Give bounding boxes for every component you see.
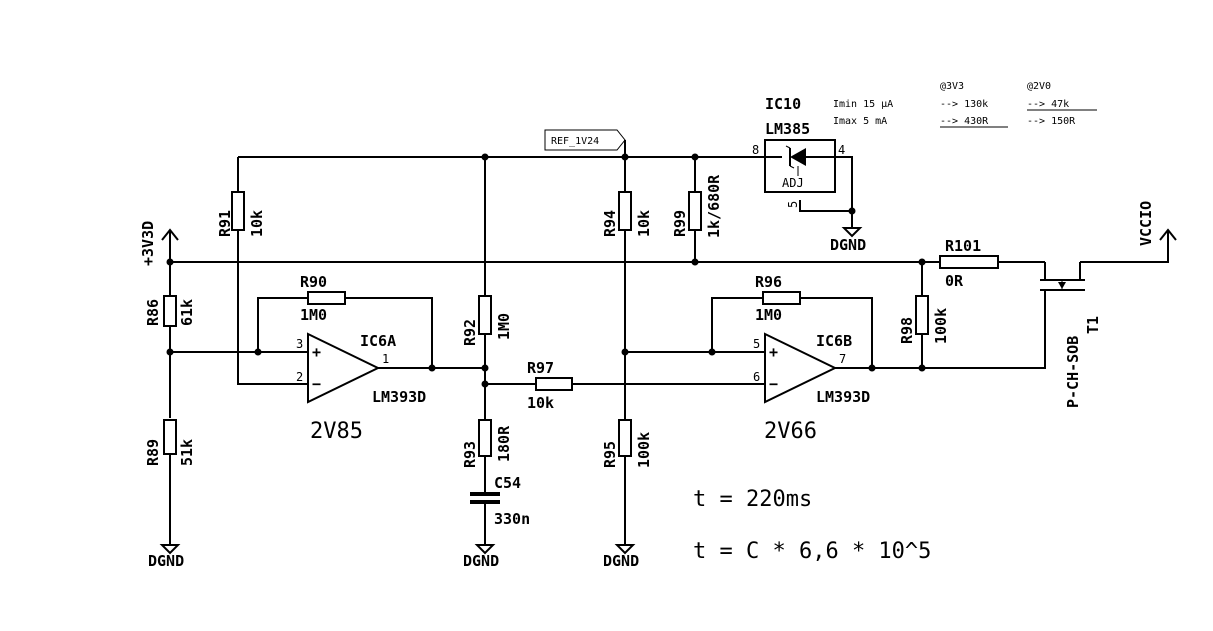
ref-net-text: REF_1V24 [551,136,599,147]
r94-value: 10k [635,210,653,237]
r95-ref: R95 [601,441,619,468]
r98-value: 100k [932,308,950,344]
note-header-2v0: @2V0 [1027,81,1051,92]
r93-value: 180R [495,425,513,462]
ic6a-pin-minus: 2 [296,370,303,384]
resistor-r94: R94 10k [601,191,653,237]
net-label-ref: REF_1V24 [544,129,626,157]
t1-type: P-CH-SOB [1064,336,1082,408]
note-b1: --> 47k [1027,99,1069,110]
c54-value: 330n [494,510,530,528]
ic6b-ref: IC6B [816,332,852,350]
capacitor-c54: C54 330n [470,474,530,528]
resistor-r97: R97 10k [527,359,573,412]
ground-symbol: DGND [603,544,639,570]
resistor-r90: R90 1M0 [300,273,346,324]
note-header-3v3: @3V3 [940,81,964,92]
ic6a-ref: IC6A [360,332,396,350]
r98-ref: R98 [898,317,916,344]
ic10-part: LM385 [765,120,810,138]
resistor-r99: R99 1k/680R [671,174,723,238]
t1-ref: T1 [1084,316,1102,334]
gnd-label-2: DGND [463,552,499,570]
resistor-r101: R101 0R [939,237,999,290]
ground-symbol: DGND [148,544,184,570]
gnd-label-3: DGND [603,552,639,570]
r94-ref: R94 [601,210,619,237]
opamp-ic6a: + − 3 2 1 IC6A LM393D 2V85 [296,332,426,444]
resistor-r93: R93 180R [461,419,513,468]
r92-value: 1M0 [495,313,513,340]
gnd-label-1: DGND [148,552,184,570]
supply-3v3-label: +3V3D [139,221,157,266]
ic6b-pin-plus: 5 [753,337,760,351]
ic10-pin4: 4 [838,143,845,157]
vccio-label: VCCIO [1137,201,1155,246]
r101-value: 0R [945,272,964,290]
svg-text:−: − [312,375,321,393]
r99-value: 1k/680R [705,174,723,238]
ic6b-pin-minus: 6 [753,370,760,384]
note-a1: --> 130k [940,99,988,110]
resistor-r89: R89 51k [144,419,196,466]
mosfet-t1: P-CH-SOB T1 [1040,262,1102,408]
r90-value: 1M0 [300,306,327,324]
wires [161,156,1177,545]
r89-value: 51k [178,439,196,466]
formula-line-2: t = C * 6,6 * 10^5 [693,539,931,564]
resistor-notes: Imin 15 µA Imax 5 mA @3V3 @2V0 --> 130k … [833,81,1097,128]
ic10-adj: ADJ [782,176,804,190]
r96-value: 1M0 [755,306,782,324]
resistor-r86: R86 61k [144,295,196,327]
r91-value: 10k [248,210,266,237]
note-imin: Imin 15 µA [833,99,893,110]
r101-ref: R101 [945,237,981,255]
ground-symbol: DGND [830,227,866,254]
r93-ref: R93 [461,441,479,468]
resistor-r98: R98 100k [898,295,950,344]
ic6a-part: LM393D [372,388,426,406]
ic6a-threshold: 2V85 [310,419,363,444]
r97-value: 10k [527,394,554,412]
r96-ref: R96 [755,273,782,291]
ic6a-pin-plus: 3 [296,337,303,351]
ic10-pin8: 8 [752,143,759,157]
timing-formula: t = 220ms t = C * 6,6 * 10^5 [693,487,931,564]
r97-ref: R97 [527,359,554,377]
svg-text:+: + [312,343,321,361]
r99-ref: R99 [671,210,689,237]
r92-ref: R92 [461,319,479,346]
resistor-r92: R92 1M0 [461,295,513,346]
c54-ref: C54 [494,474,521,492]
opamp-ic6b: + − 5 6 7 IC6B LM393D 2V66 [753,332,870,444]
r95-value: 100k [635,432,653,468]
ic6b-pin-out: 7 [839,352,846,366]
r91-ref: R91 [216,210,234,237]
reference-ic10: ADJ 8 4 5 IC10 LM385 [752,95,845,208]
svg-text:−: − [769,375,778,393]
note-b2: --> 150R [1027,116,1076,127]
note-imax: Imax 5 mA [833,116,887,127]
ground-symbol: DGND [463,544,499,570]
r89-ref: R89 [144,439,162,466]
ic6a-pin-out: 1 [382,352,389,366]
ic6b-threshold: 2V66 [764,419,817,444]
svg-text:+: + [769,343,778,361]
r86-ref: R86 [144,299,162,326]
resistor-r95: R95 100k [601,419,653,468]
resistor-r91: R91 10k [216,191,266,237]
resistor-r96: R96 1M0 [755,273,801,324]
ic10-pin5: 5 [786,201,800,208]
ic6b-part: LM393D [816,388,870,406]
formula-line-1: t = 220ms [693,487,812,512]
gnd-label-4: DGND [830,236,866,254]
ic10-ref: IC10 [765,95,801,113]
r90-ref: R90 [300,273,327,291]
r86-value: 61k [178,299,196,326]
note-a2: --> 430R [940,116,989,127]
